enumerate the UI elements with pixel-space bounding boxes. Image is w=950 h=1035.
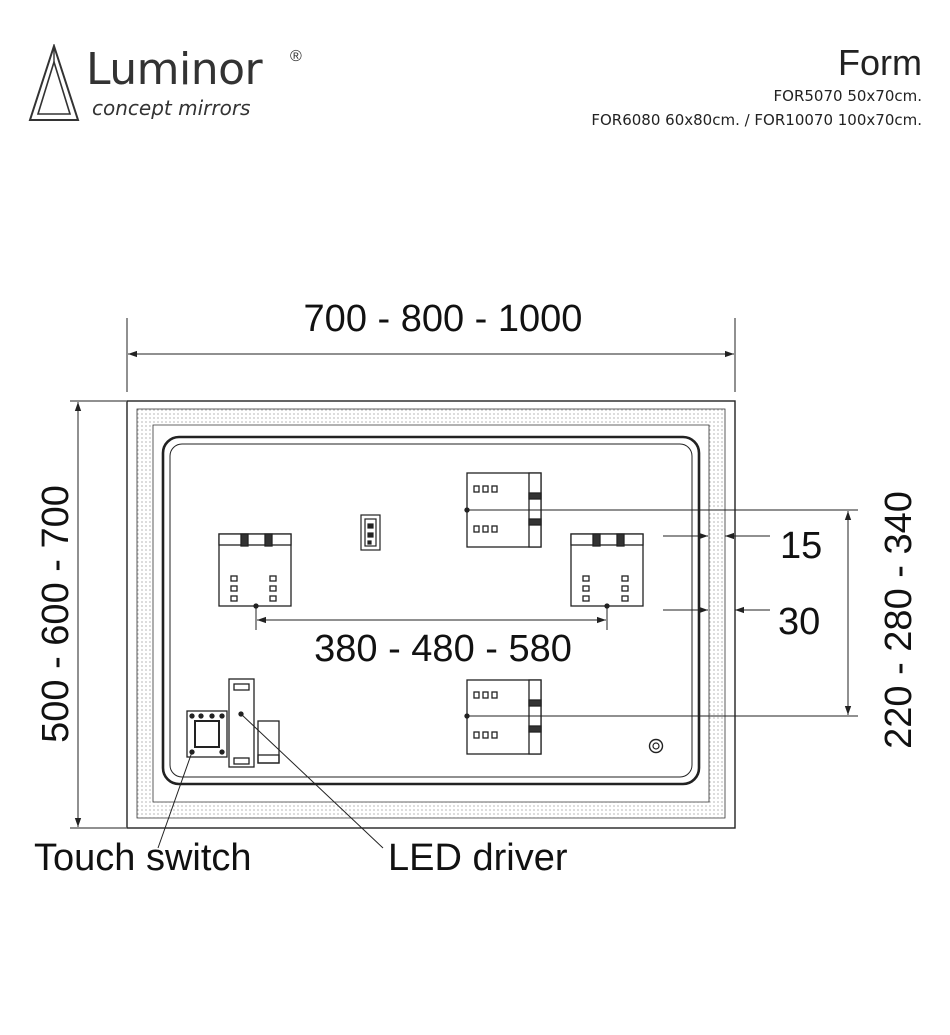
touch-switch-label: Touch switch (34, 837, 252, 879)
mirror-outline (126, 400, 736, 829)
brand-name: Luminor (86, 44, 263, 95)
side-offset-label: 30 (778, 601, 820, 643)
bracket-spacing-dimension (255, 606, 608, 630)
height-dimension-label: 500 - 600 - 700 (35, 485, 77, 743)
mounting-bracket-bottom (464, 679, 542, 755)
leader-lines (157, 713, 384, 849)
mounting-bracket-right (570, 533, 644, 609)
bracket-spacing-label: 380 - 480 - 580 (314, 628, 572, 670)
width-dimension (126, 318, 736, 392)
brand-logo: Luminor ® concept mirrors (28, 40, 328, 130)
touch-switch-unit (186, 710, 228, 758)
product-header: Form FOR5070 50x70cm. FOR6080 60x80cm. /… (591, 42, 922, 132)
led-driver-label: LED driver (388, 837, 568, 879)
vertical-spacing-dimension (467, 509, 858, 717)
brand-tagline: concept mirrors (92, 96, 251, 120)
triangle-logo-icon (28, 44, 80, 121)
top-offset-label: 15 (780, 525, 822, 567)
vertical-spacing-label: 220 - 280 - 340 (878, 491, 920, 749)
registered-mark: ® (290, 48, 302, 65)
mounting-bracket-left (218, 533, 292, 609)
product-title: Form (838, 42, 922, 83)
touch-sensor-icon (648, 738, 664, 754)
product-models-line-2: FOR6080 60x80cm. / FOR10070 100x70cm. (591, 111, 922, 129)
width-dimension-label: 700 - 800 - 1000 (304, 298, 583, 340)
product-models-line-1: FOR5070 50x70cm. (773, 87, 922, 105)
power-socket (360, 514, 381, 551)
height-dimension (70, 400, 126, 829)
